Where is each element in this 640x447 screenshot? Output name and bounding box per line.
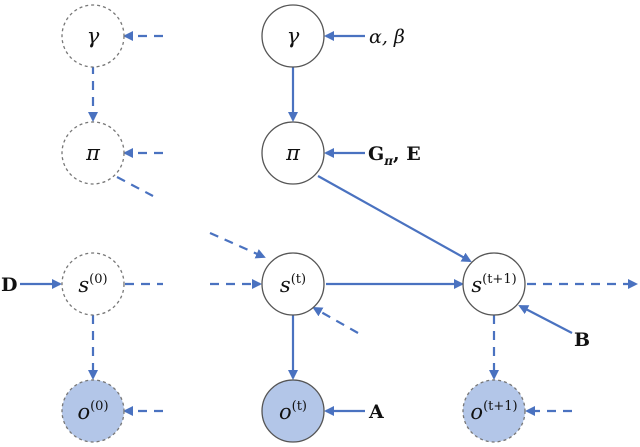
node-st: s(t) — [261, 252, 325, 316]
edge-input-diag-to-st — [312, 307, 359, 334]
node-s0: s(0) — [61, 252, 125, 316]
node-ot: o(t) — [261, 379, 325, 443]
edges — [20, 31, 638, 416]
node-pi: π — [261, 121, 325, 185]
node-circle — [61, 379, 125, 443]
node-symbol: π — [85, 141, 101, 165]
node-gamma: γ — [261, 4, 325, 68]
node-o0: o(0) — [61, 379, 125, 443]
node-label: o(t+1) — [470, 399, 517, 424]
label-a: A — [368, 401, 384, 423]
label-g-pi-e: Gπ, E — [368, 143, 421, 168]
edge-b-to-st1 — [518, 305, 573, 334]
node-label: s(t) — [280, 272, 306, 297]
node-ot1: o(t+1) — [462, 379, 526, 443]
node-circle — [261, 4, 325, 68]
label-b: B — [574, 329, 590, 351]
node-symbol: γ — [87, 24, 100, 48]
node-gamma-prev: γ — [61, 4, 125, 68]
node-label: s(0) — [78, 272, 107, 297]
edge-pi-prev-outgoing — [116, 176, 154, 197]
node-label: s(t+1) — [471, 272, 516, 297]
node-circle — [261, 121, 325, 185]
label-alpha-beta: α, β — [369, 26, 405, 48]
node-pi-prev: π — [61, 121, 125, 185]
node-circle — [61, 252, 125, 316]
node-circle — [462, 252, 526, 316]
label-d: D — [1, 274, 17, 296]
node-label: o(0) — [77, 399, 108, 424]
edge-prev-diag-to-st — [209, 231, 266, 259]
node-symbol: π — [285, 141, 301, 165]
node-st1: s(t+1) — [462, 252, 526, 316]
edge-pi-to-st1 — [317, 175, 472, 262]
node-circle — [261, 379, 325, 443]
node-circle — [61, 4, 125, 68]
node-circle — [462, 379, 526, 443]
node-circle — [61, 121, 125, 185]
node-symbol: γ — [287, 24, 300, 48]
node-label: o(t) — [279, 399, 307, 424]
node-circle — [261, 252, 325, 316]
